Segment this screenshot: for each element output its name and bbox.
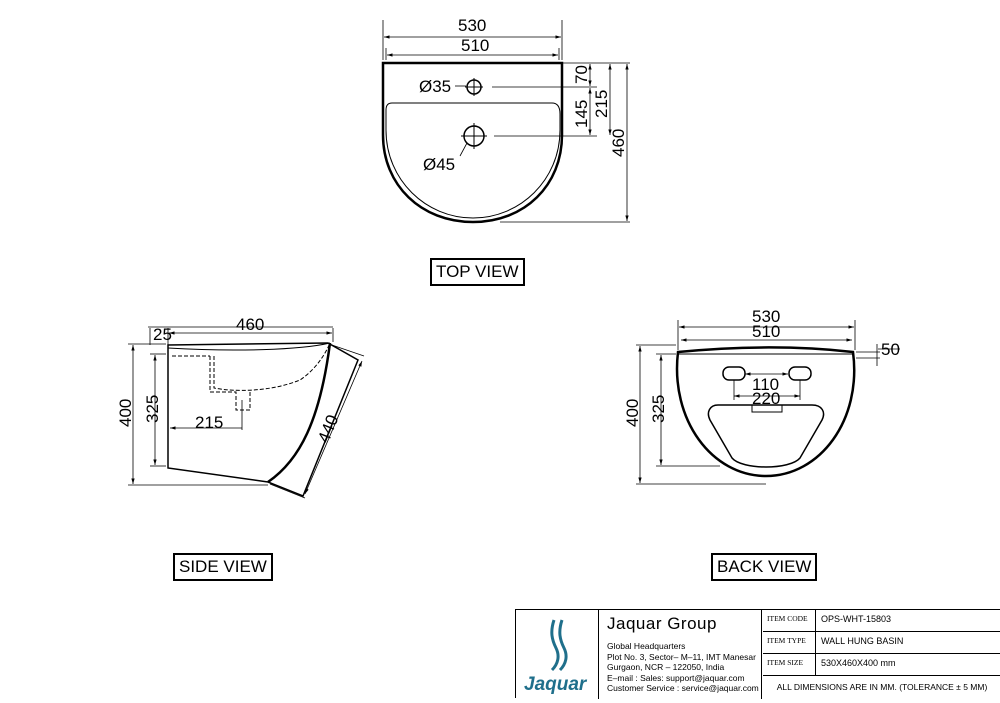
back-view-bracket-left (722, 366, 746, 381)
side-dim-25: 25 (153, 325, 172, 344)
top-dim-waste-hole: Ø45 (423, 155, 455, 174)
back-view-drawing (636, 320, 900, 485)
back-dim-220: 220 (752, 389, 780, 408)
top-dim-tap-hole: Ø35 (419, 77, 451, 96)
side-dim-460: 460 (236, 315, 264, 334)
item-code-key: ITEM CODE (763, 610, 816, 631)
back-dim-325: 325 (649, 395, 668, 423)
top-view-dimension-texts: 530 510 Ø35 Ø45 70 145 215 460 (419, 16, 628, 174)
back-dim-110: 110 (752, 375, 779, 394)
dimensions-note: ALL DIMENSIONS ARE IN MM. (TOLERANCE ± 5… (776, 682, 988, 692)
top-dim-510: 510 (461, 36, 489, 55)
item-size-value: 530X460X400 mm (821, 658, 896, 668)
back-view-bracket-right (788, 366, 812, 381)
side-dim-400: 400 (116, 399, 135, 427)
side-view-drawing (128, 326, 365, 499)
company-info: Jaquar Group Global Headquarters Plot No… (600, 610, 762, 699)
side-dim-325: 325 (143, 395, 162, 423)
top-dim-530: 530 (458, 16, 486, 35)
hq-line-3: Gurgaon, NCR – 122050, India (607, 662, 725, 672)
company-name: Jaquar Group (607, 614, 717, 633)
item-code-value: OPS-WHT-15803 (821, 614, 892, 624)
top-dim-145: 145 (572, 100, 591, 128)
top-dim-215: 215 (592, 90, 611, 118)
back-dim-510: 510 (752, 322, 780, 341)
item-type-key: ITEM TYPE (763, 632, 816, 653)
top-view-drawing (381, 20, 630, 224)
hq-line-2: Plot No. 3, Sector– M–11, IMT Manesar (607, 651, 756, 662)
back-dim-400: 400 (623, 399, 642, 427)
back-view-label: BACK VIEW (711, 553, 818, 581)
top-dim-70: 70 (572, 65, 591, 84)
top-view-bowl-inner (385, 102, 561, 219)
item-type-row: ITEM TYPE WALL HUNG BASIN (763, 632, 1000, 654)
item-code-row: ITEM CODE OPS-WHT-15803 (763, 610, 1000, 632)
back-dim-50: 50 (881, 340, 900, 359)
hq-line-1: Global Headquarters (607, 641, 686, 651)
back-view-opening (707, 404, 825, 468)
back-dim-530: 530 (752, 307, 780, 326)
item-size-row: ITEM SIZE 530X460X400 mm (763, 654, 1000, 676)
side-view-label: SIDE VIEW (173, 553, 273, 581)
brand-mark-icon: Jaquar (524, 619, 588, 695)
hq-line-5: Customer Service : service@jaquar.com (607, 683, 759, 693)
brand-logo: Jaquar (516, 610, 599, 699)
item-size-key: ITEM SIZE (763, 654, 816, 675)
item-type-value: WALL HUNG BASIN (821, 636, 904, 646)
top-view-label: TOP VIEW (430, 258, 525, 286)
back-view-dimension-texts: 530 510 50 110 220 400 325 (623, 307, 900, 427)
top-dim-460: 460 (609, 129, 628, 157)
title-block: Jaquar Jaquar Group Global Headquarters … (515, 609, 1000, 699)
back-view-outline (675, 346, 856, 478)
side-dim-215: 215 (195, 413, 223, 432)
top-view-basin-outline (381, 61, 564, 224)
side-view-dimension-texts: 25 460 400 325 215 440 (116, 315, 342, 445)
side-view-basin-profile (213, 342, 331, 391)
back-view-waste-slot (751, 405, 783, 413)
side-view-waste-pipe (172, 355, 251, 411)
hq-line-4: E–mail : Sales: support@jaquar.com (607, 672, 745, 683)
brand-wordmark: Jaquar (524, 674, 588, 695)
